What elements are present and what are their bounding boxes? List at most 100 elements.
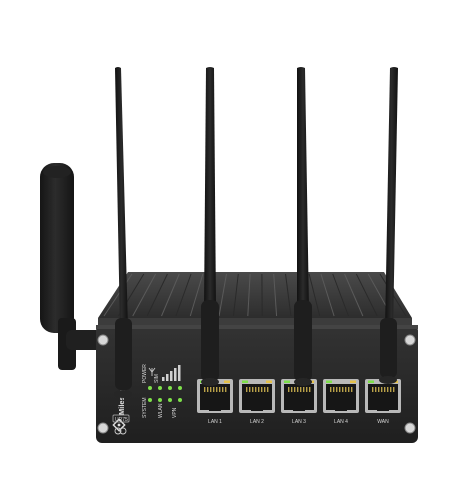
ethernet-port-5[interactable] [365,379,401,413]
port-latch-slot [335,407,347,411]
antenna-1 [114,67,132,398]
brand-text: Milesight [117,382,126,415]
router-chassis [98,272,412,330]
port-pin [381,387,383,392]
port-pin [303,387,305,392]
port-pin [336,387,338,392]
heatsink-fin [285,273,292,317]
antenna-3 [294,67,312,386]
port-latch-slot [293,407,305,411]
screw-top-right [404,334,416,346]
heatsink-fin [175,273,192,317]
led-system [148,398,152,402]
led-label-power: POWER [142,364,148,383]
port-pin [261,387,263,392]
port-pin [249,387,251,392]
heatsink-fin [247,273,251,317]
signal-bars-icon [162,365,181,381]
led-label-system: SYSTEM [142,397,148,418]
heatsink-fin [146,273,168,317]
port-pin [384,387,386,392]
port-pin [387,387,389,392]
port-pin [333,387,335,392]
heatsink-fin [344,273,364,317]
port-pin [291,387,293,392]
port-pin [306,387,308,392]
port-pin [210,387,212,392]
port-pin [207,387,209,392]
screw-top-left [97,334,109,346]
port-pin [267,387,269,392]
side-antenna [40,163,106,370]
port-pin [378,387,380,392]
port-pin [219,387,221,392]
port-pin [255,387,257,392]
port-label: WAN [377,419,389,425]
port-pin [390,387,392,392]
antenna-2 [201,67,219,386]
heatsink-fin [332,273,349,317]
port-pin [216,387,218,392]
heatsink-fin [273,273,278,317]
port-activity-led [266,380,272,383]
port-activity-led [350,380,356,383]
port-pin [330,387,332,392]
port-pin [264,387,266,392]
led-label-vpn: VPN [172,407,178,418]
port-pin [300,387,302,392]
port-pin [288,387,290,392]
ethernet-port-2[interactable] [239,379,275,413]
model-text: UR75 [115,417,128,423]
port-link-led [284,380,290,383]
port-pin [222,387,224,392]
port-pin [309,387,311,392]
port-label: LAN 4 [334,419,348,425]
heatsink-fin [103,273,133,317]
port-pin [225,387,227,392]
led-vpn [178,398,182,402]
heatsink-fin [189,273,204,317]
ethernet-port-3[interactable] [281,379,317,413]
heatsink-fin [161,273,180,317]
port-link-led [242,380,248,383]
port-pin [348,387,350,392]
heatsink-fin [308,273,321,317]
screw-bottom-left [97,422,109,434]
led-power [148,386,152,390]
status-leds [148,386,182,402]
led-sim [158,386,162,390]
port-latch-slot [377,407,389,411]
port-pin [294,387,296,392]
model-badge: UR75 [112,414,130,423]
port-latch-slot [251,407,263,411]
port-pin [393,387,395,392]
port-pin [204,387,206,392]
port-pin [246,387,248,392]
port-activity-led [224,380,230,383]
port-pin [342,387,344,392]
antenna-4 [379,67,398,384]
port-pin [339,387,341,392]
ur-link-icon [114,427,127,435]
port-pin [345,387,347,392]
screw-bottom-right [404,422,416,434]
port-label: LAN 1 [208,419,222,425]
port-pin [375,387,377,392]
port-pin [258,387,260,392]
port-pin [351,387,353,392]
heatsink-fin [132,273,157,317]
led-signal-2 [178,386,182,390]
port-link-led [326,380,332,383]
port-label: LAN 3 [292,419,306,425]
led-signal-1 [168,386,172,390]
heatsink-fin [218,273,227,317]
led-wlan-2 [168,398,172,402]
port-latch-slot [209,407,221,411]
ethernet-port-4[interactable] [323,379,359,413]
led-wlan-1 [158,398,162,402]
ethernet-port-1[interactable] [197,379,233,413]
port-pin [252,387,254,392]
antenna-symbol-icon [148,367,156,376]
